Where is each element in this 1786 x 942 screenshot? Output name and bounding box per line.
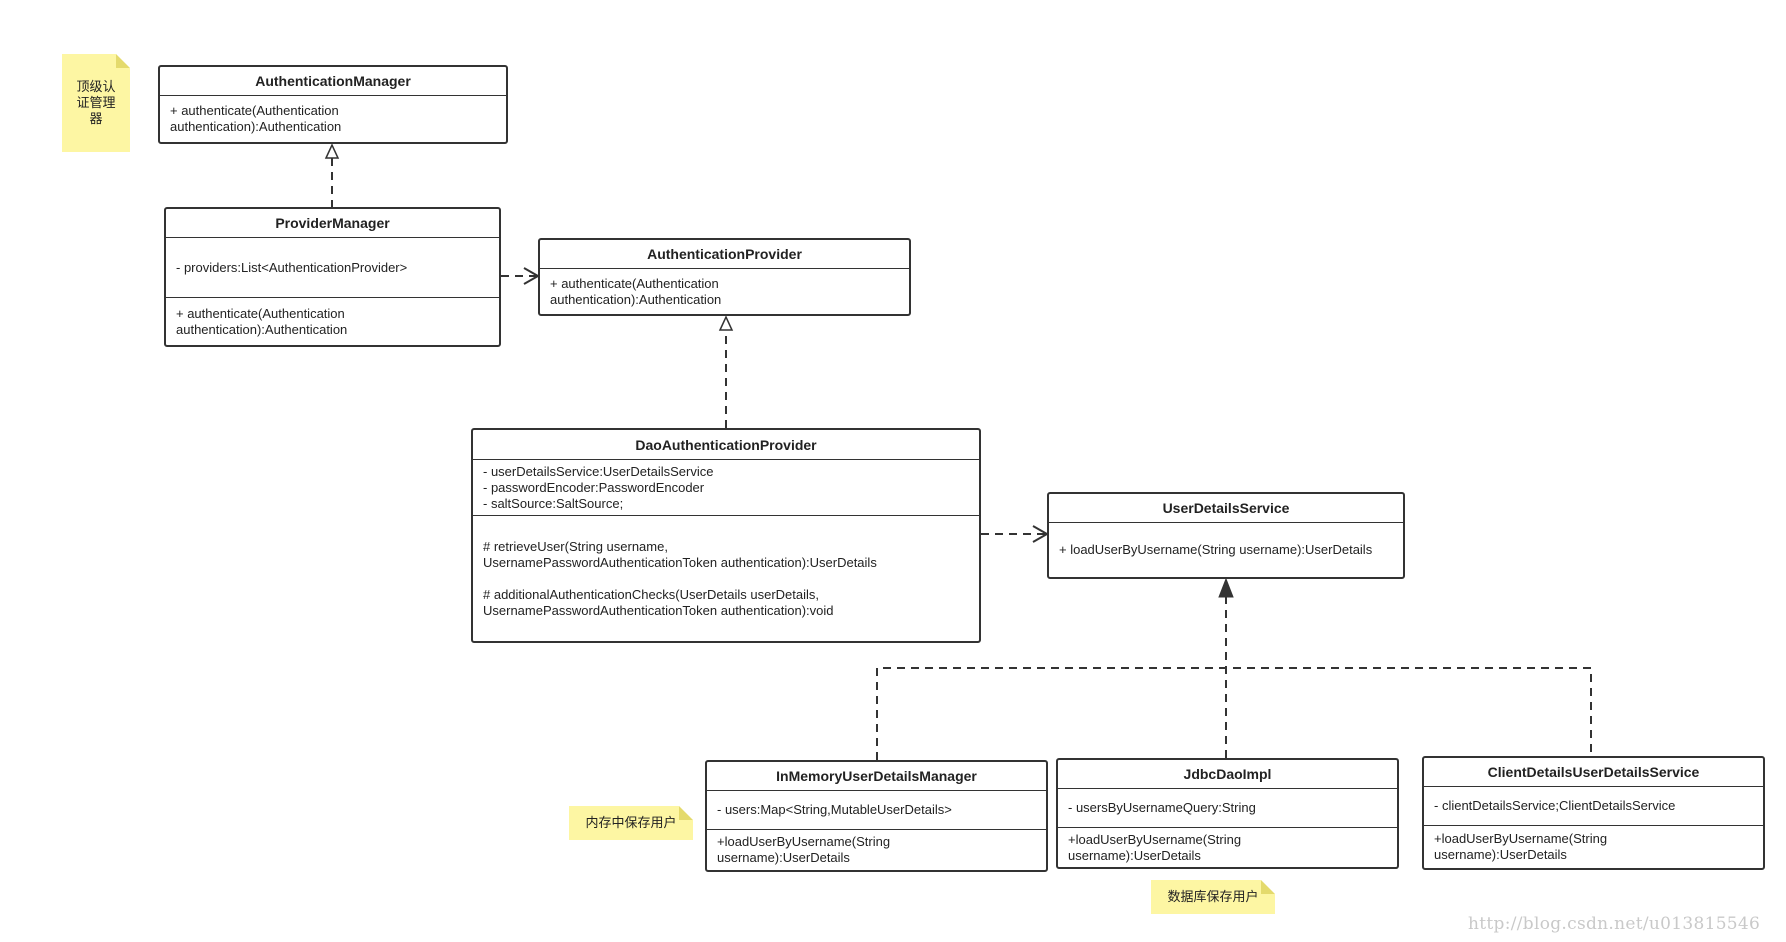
note-database: 数据库保存用户 [1151,880,1275,914]
class-client-details-user-details-service: ClientDetailsUserDetailsService - client… [1422,756,1765,870]
method-line: username):UserDetails [1434,847,1567,862]
field-line: - users:Map<String,MutableUserDetails> [717,802,952,817]
class-name: DaoAuthenticationProvider [473,430,979,460]
fields-section: - clientDetailsService;ClientDetailsServ… [1424,787,1763,825]
method-line: username):UserDetails [717,850,850,865]
method-spacer [483,571,969,587]
field-line: - clientDetailsService;ClientDetailsServ… [1434,798,1676,813]
method-line: username):UserDetails [1068,847,1201,863]
field-line: - usersByUsernameQuery:String [1068,800,1256,815]
methods-section: + authenticate(Authentication authentica… [540,269,909,314]
fields-section: - userDetailsService:UserDetailsService … [473,460,979,515]
methods-section: +loadUserByUsername(String username):Use… [1058,827,1397,867]
method-line: # additionalAuthenticationChecks(UserDet… [483,586,820,602]
methods-section: +loadUserByUsername(String username):Use… [707,829,1046,870]
watermark: http://blog.csdn.net/u013815546 [1468,914,1761,934]
method-line: authentication):Authentication [550,291,722,307]
note-text: 内存中保存用户 [585,815,677,830]
method-line: +loadUserByUsername(String [717,834,891,849]
class-dao-authentication-provider: DaoAuthenticationProvider - userDetailsS… [471,428,981,643]
hollow-arrowhead-icon [324,143,340,159]
methods-section: + authenticate(Authentication authentica… [166,297,499,345]
note-text: 数据库保存用户 [1167,889,1259,904]
method-line: +loadUserByUsername(String [1068,831,1242,847]
fields-section: - usersByUsernameQuery:String [1058,789,1397,827]
note-text: 顶级认证管理器 [76,79,116,126]
methods-section: + loadUserByUsername(String username):Us… [1049,523,1403,577]
class-jdbc-dao-impl: JdbcDaoImpl - usersByUsernameQuery:Strin… [1056,758,1399,869]
method-line: UsernamePasswordAuthenticationToken auth… [483,554,877,570]
method-line: authentication):Authentication [170,119,342,134]
class-name: ClientDetailsUserDetailsService [1424,758,1763,787]
fields-section: - providers:List<AuthenticationProvider> [166,238,499,297]
method-line: + loadUserByUsername(String username):Us… [1059,542,1373,557]
class-user-details-service: UserDetailsService + loadUserByUsername(… [1047,492,1405,579]
class-name: UserDetailsService [1049,494,1403,523]
field-line: - passwordEncoder:PasswordEncoder [483,479,705,495]
class-name: AuthenticationManager [160,67,506,96]
note-top-level: 顶级认证管理器 [62,54,130,152]
method-line: # retrieveUser(String username, [483,538,668,554]
class-provider-manager: ProviderManager - providers:List<Authent… [164,207,501,347]
class-in-memory-user-details-manager: InMemoryUserDetailsManager - users:Map<S… [705,760,1048,872]
fields-section: - users:Map<String,MutableUserDetails> [707,791,1046,829]
method-line: authentication):Authentication [176,321,348,337]
class-name: AuthenticationProvider [540,240,909,269]
class-name: ProviderManager [166,209,499,238]
field-line: - userDetailsService:UserDetailsService [483,463,714,479]
method-line: + authenticate(Authentication [176,305,345,321]
method-line: + authenticate(Authentication [170,103,339,118]
method-line: +loadUserByUsername(String [1434,831,1608,846]
field-line: - saltSource:SaltSource; [483,495,624,511]
class-name: InMemoryUserDetailsManager [707,762,1046,791]
filled-arrowhead-icon [1218,577,1234,598]
methods-section: # retrieveUser(String username, Username… [473,515,979,641]
methods-section: +loadUserByUsername(String username):Use… [1424,825,1763,868]
field-line: - providers:List<AuthenticationProvider> [176,259,408,275]
method-line: UsernamePasswordAuthenticationToken auth… [483,602,834,618]
realization-user-details-branches [876,667,1592,760]
hollow-arrowhead-icon [718,315,734,331]
class-authentication-manager: AuthenticationManager + authenticate(Aut… [158,65,508,144]
methods-section: + authenticate(Authentication authentica… [160,96,506,142]
class-authentication-provider: AuthenticationProvider + authenticate(Au… [538,238,911,316]
method-line: + authenticate(Authentication [550,275,719,291]
note-in-memory: 内存中保存用户 [569,806,693,840]
class-name: JdbcDaoImpl [1058,760,1397,789]
